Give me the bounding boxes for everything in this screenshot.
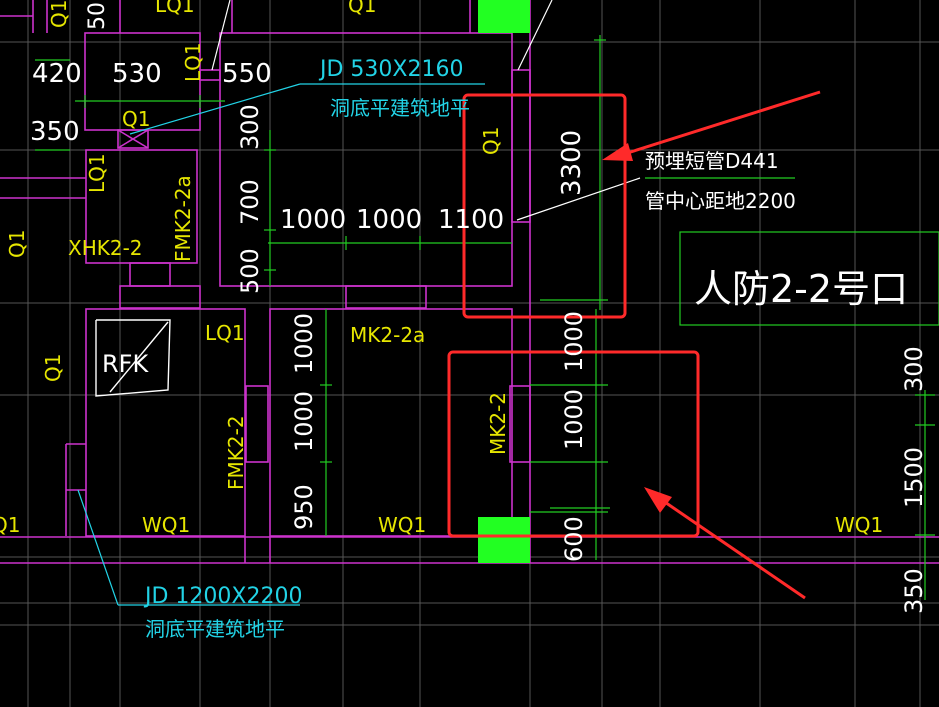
dim-1000-a: 1000 — [280, 205, 346, 235]
label-lq1-room: LQ1 — [205, 321, 245, 345]
dim-1500: 1500 — [900, 447, 928, 508]
dim-300-top: 300 — [236, 104, 264, 150]
jd-top-line1: JD 530X2160 — [318, 57, 463, 82]
rfk-symbol — [95, 319, 171, 397]
label-lq1-vertical: LQ1 — [181, 42, 205, 82]
jd-top-line2: 洞底平建筑地平 — [330, 96, 470, 120]
dim-550: 550 — [222, 59, 272, 89]
label-q1-bottom-left: Q1 — [0, 513, 20, 537]
dim-1000-b: 1000 — [356, 205, 422, 235]
highlight-box-top — [462, 93, 627, 319]
dim-300-right: 300 — [900, 346, 928, 392]
label-xhk: XHK2-2 — [68, 236, 143, 260]
column-blocks — [478, 0, 530, 563]
label-q1-door: Q1 — [122, 107, 150, 131]
pipe-note-line2: 管中心距地2200 — [645, 189, 796, 213]
arrow-top-shaft — [617, 90, 821, 158]
dim-1000-f: 1000 — [560, 389, 588, 450]
leader-lines — [77, 83, 485, 606]
arrow-bottom-shaft — [655, 494, 806, 600]
label-room-name: 人防2-2号口 — [694, 267, 908, 311]
dim-1100: 1100 — [438, 205, 504, 235]
white-leaders — [211, 0, 641, 221]
label-lq1-top: LQ1 — [155, 0, 195, 17]
arrowhead-bottom — [644, 487, 672, 513]
label-fmk-2-2a: FMK2-2a — [171, 175, 195, 262]
jd-bottom-line1: JD 1200X2200 — [143, 584, 302, 609]
label-q1-top-left: Q1 — [47, 0, 71, 28]
label-wq1-center: WQ1 — [378, 513, 426, 537]
arrowhead-top — [602, 143, 633, 161]
dim-700: 700 — [236, 179, 264, 225]
label-q1-top-center: Q1 — [348, 0, 376, 17]
dim-420: 420 — [32, 59, 82, 89]
label-mk-2-2: MK2-2 — [486, 392, 510, 455]
label-q1-vertical-right: Q1 — [479, 127, 503, 155]
dim-1000-d: 1000 — [290, 391, 318, 452]
label-rfk: RFK — [102, 350, 149, 378]
label-fmk-2-2: FMK2-2 — [224, 415, 248, 490]
dim-1000-e: 1000 — [560, 311, 588, 372]
red-highlights — [447, 90, 821, 600]
dim-350-left: 350 — [30, 117, 80, 147]
red-arrowheads — [602, 143, 672, 513]
jd-bottom-line2: 洞底平建筑地平 — [145, 617, 285, 641]
pipe-note-line1: 预埋短管D441 — [645, 149, 779, 173]
label-lq1-small-room: LQ1 — [85, 153, 109, 193]
dim-950: 950 — [290, 484, 318, 530]
label-wq1-left: WQ1 — [142, 513, 190, 537]
dim-600: 600 — [560, 516, 588, 562]
label-q1-left-edge: Q1 — [5, 230, 29, 258]
label-wq1-right: WQ1 — [835, 513, 883, 537]
dim-1000-c: 1000 — [290, 313, 318, 374]
highlight-box-bottom — [447, 350, 700, 538]
dim-530: 530 — [112, 59, 162, 89]
dim-350-right: 350 — [900, 568, 928, 614]
dim-3300: 3300 — [557, 130, 587, 196]
label-q1-left-mid: Q1 — [41, 354, 65, 382]
label-mk-2-2a: MK2-2a — [350, 323, 425, 347]
dim-50: 50 — [85, 2, 110, 30]
dim-500: 500 — [236, 248, 264, 294]
